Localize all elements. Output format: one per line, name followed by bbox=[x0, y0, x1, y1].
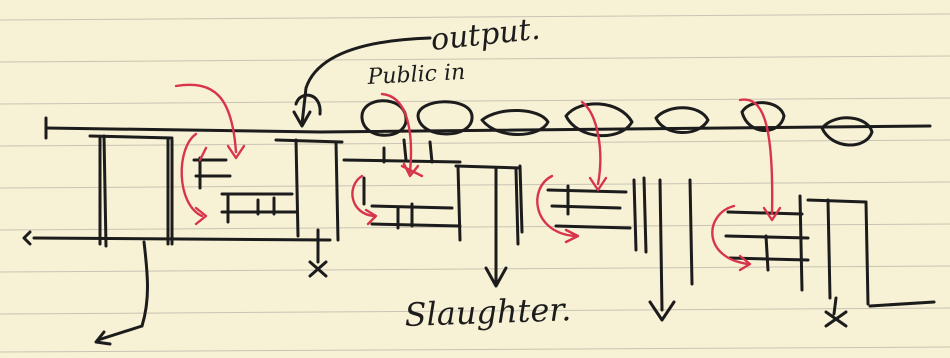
label-public-in: Public in bbox=[366, 60, 466, 90]
label-slaughter: Slaughter. bbox=[404, 290, 572, 334]
